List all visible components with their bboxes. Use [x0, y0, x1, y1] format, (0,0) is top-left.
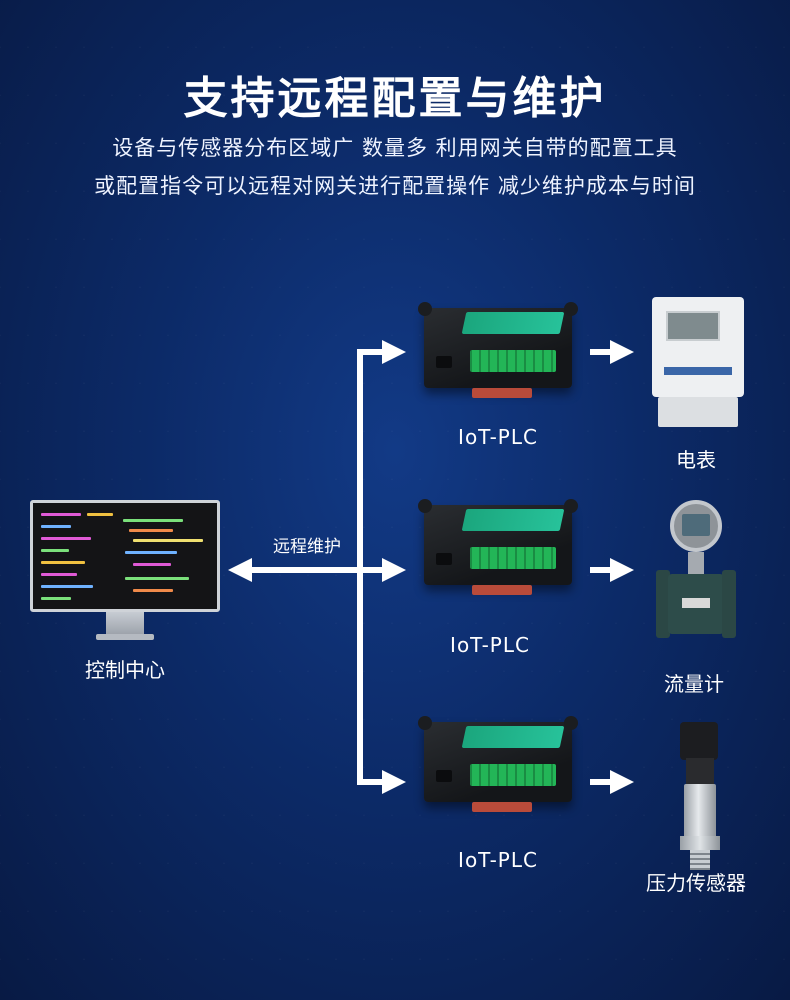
- page-title: 支持远程配置与维护: [183, 73, 607, 124]
- subtitle-line-2: 或配置指令可以远程对网关进行配置操作 减少维护成本与时间: [94, 174, 696, 198]
- control-center-label: 控制中心: [85, 658, 165, 682]
- plc-label-2: IoT-PLC: [450, 633, 530, 657]
- plc-module-icon: [418, 712, 578, 822]
- device-label-flowmeter: 流量计: [664, 672, 724, 696]
- flowmeter-icon: [650, 500, 742, 650]
- monitor-icon: [30, 500, 220, 640]
- electricity-meter-icon: [652, 297, 744, 427]
- plc-label-1: IoT-PLC: [458, 425, 538, 449]
- device-label-meter: 电表: [676, 448, 716, 472]
- plc-label-3: IoT-PLC: [458, 848, 538, 872]
- device-label-pressure-sensor: 压力传感器: [646, 871, 746, 895]
- pressure-sensor-icon: [670, 722, 730, 872]
- plc-module-icon: [418, 298, 578, 408]
- remote-maintenance-label: 远程维护: [273, 537, 341, 557]
- code-screen: [30, 500, 220, 612]
- subtitle-line-1: 设备与传感器分布区域广 数量多 利用网关自带的配置工具: [112, 136, 678, 160]
- plc-module-icon: [418, 495, 578, 605]
